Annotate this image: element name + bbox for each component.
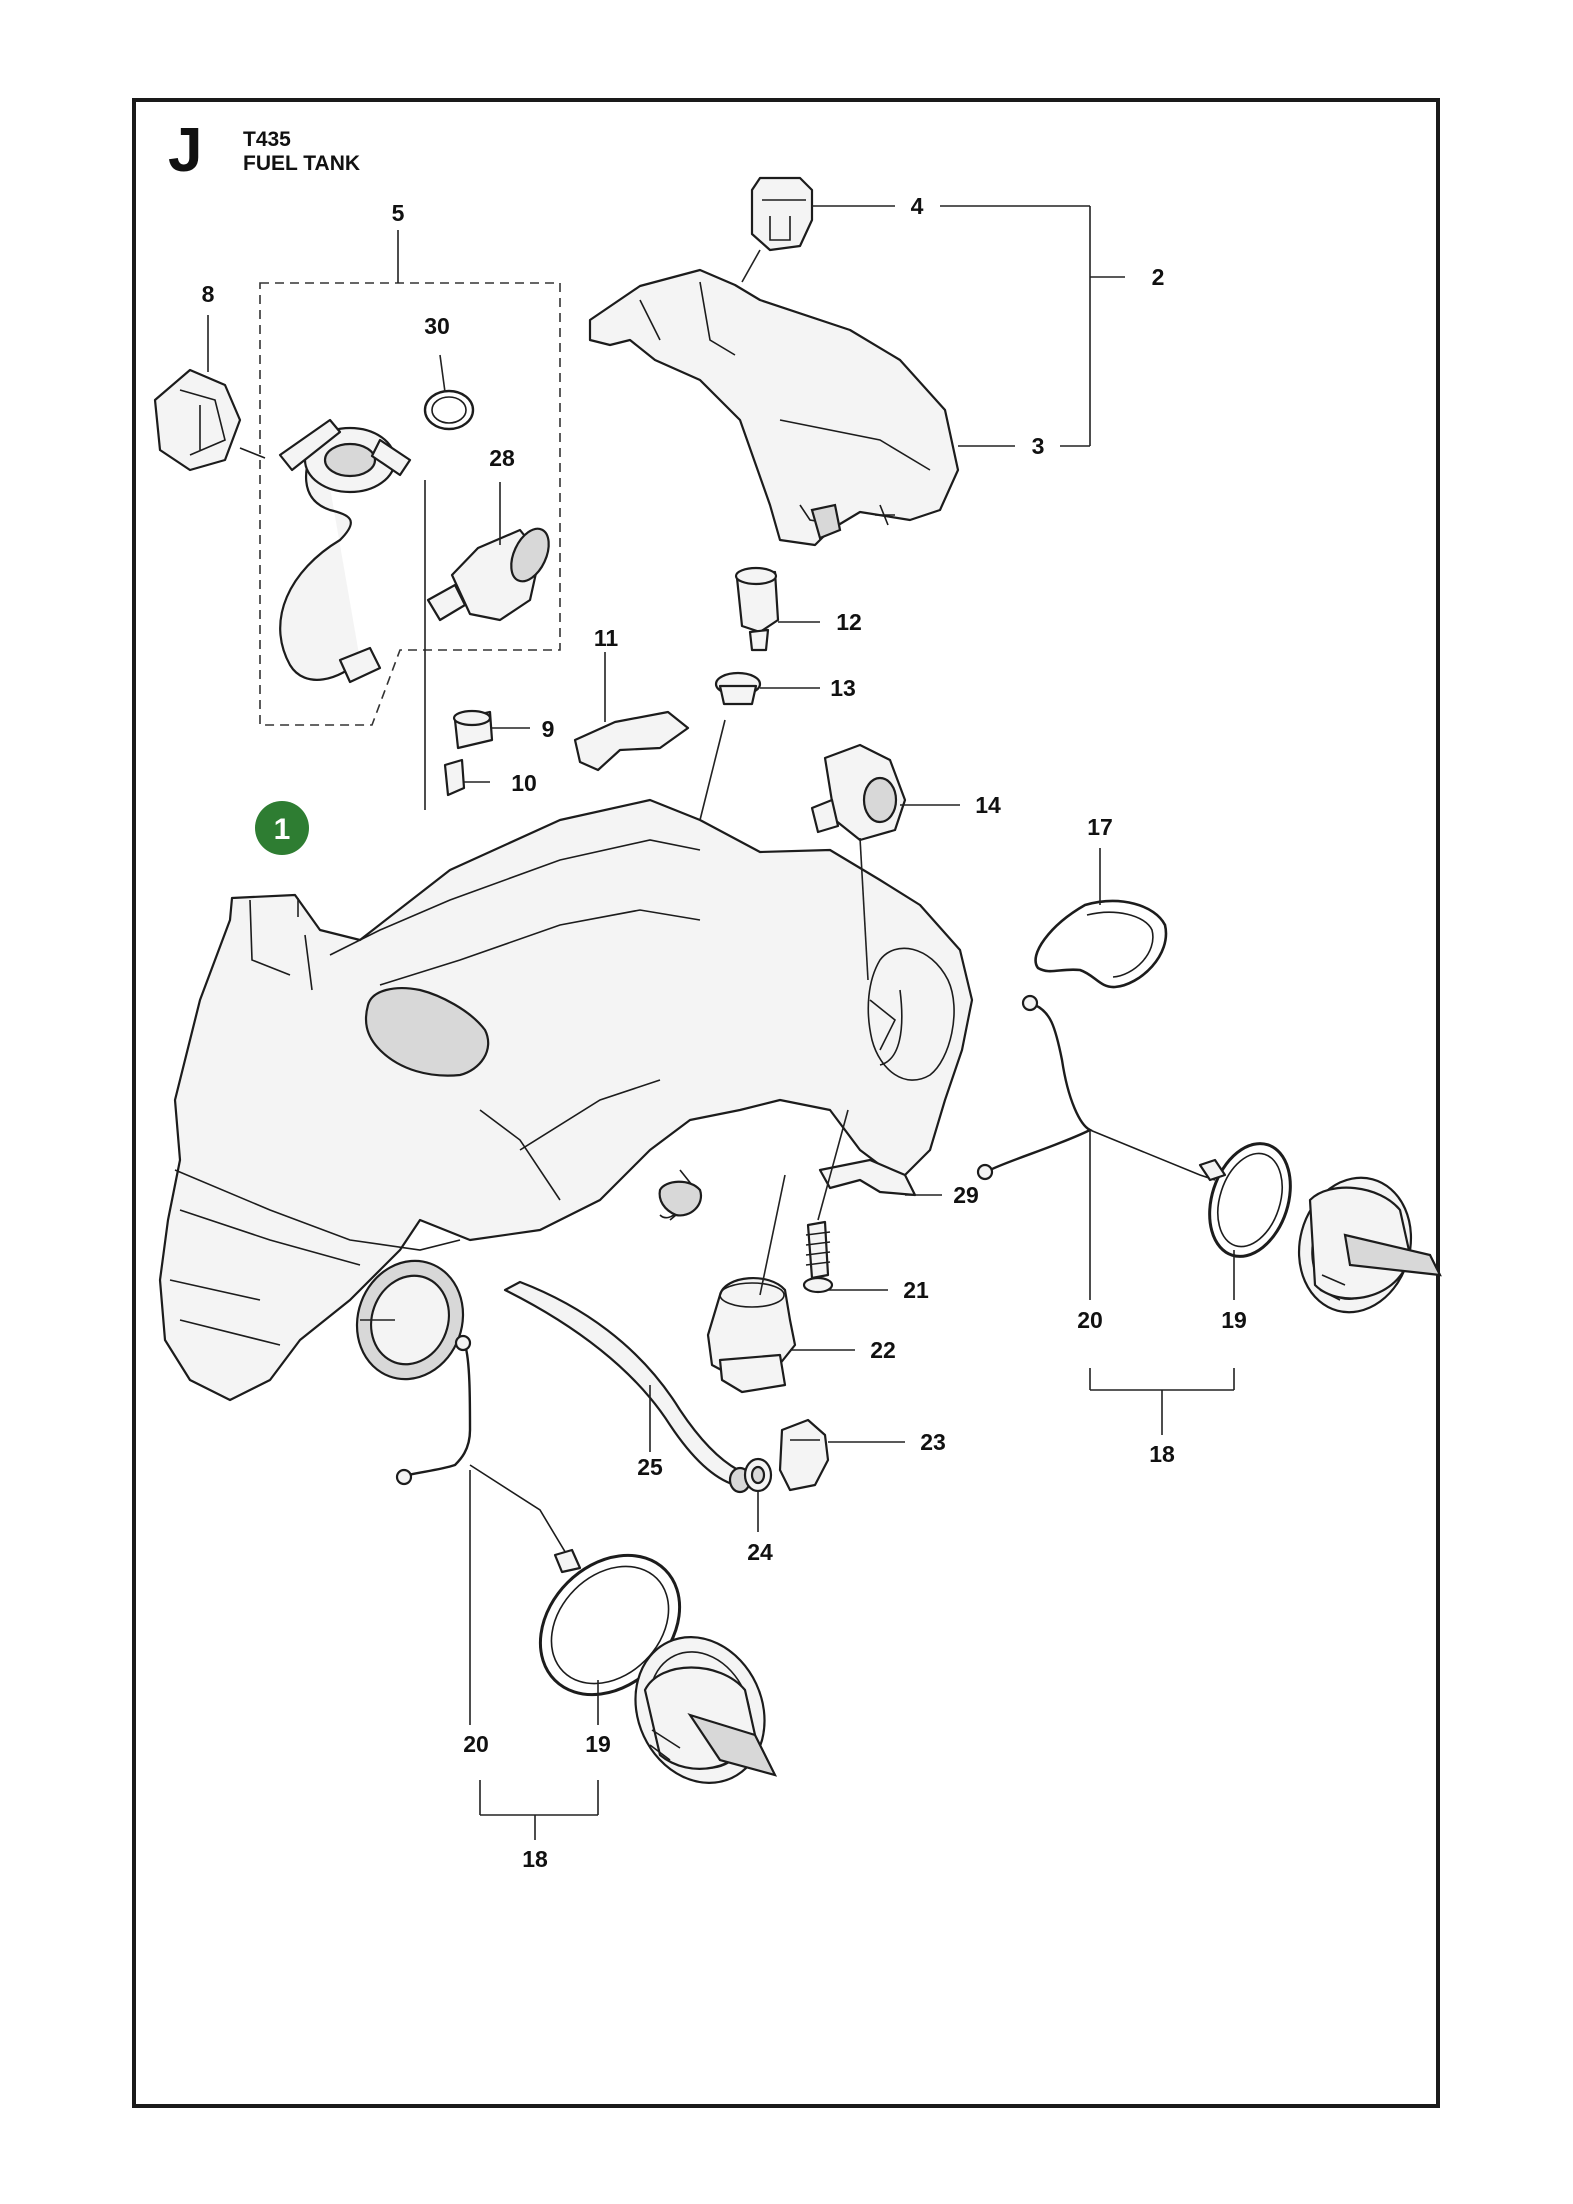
- callout-8: 8: [202, 281, 215, 307]
- gasket-part-17: [1034, 899, 1168, 989]
- callout-13: 13: [830, 675, 856, 701]
- model-number: T435: [243, 128, 291, 151]
- grommet-part-13: [714, 671, 762, 706]
- fuel-cap-part-18-right: [1198, 1158, 1442, 1314]
- fuel-tank-body-part-1: [158, 798, 974, 1402]
- strap-part-20-left: [395, 1334, 582, 1574]
- callout-20-right: 20: [1077, 1307, 1103, 1333]
- callout-20-left: 20: [463, 1731, 489, 1757]
- diagram-frame: [132, 98, 1440, 2108]
- damper-part-22: [706, 1277, 797, 1394]
- callout-29: 29: [953, 1182, 979, 1208]
- nipple-part-10: [443, 758, 466, 797]
- diagram-title: FUEL TANK: [243, 152, 361, 175]
- callout-18-left: 18: [522, 1846, 548, 1872]
- badge-circle: [255, 801, 309, 855]
- fuel-cap-part-18-left: [634, 1636, 778, 1784]
- callout-11: 11: [594, 625, 619, 651]
- bracket-part-11: [573, 710, 690, 772]
- valve-part-8: [153, 368, 266, 472]
- return-hose-part-25: [503, 1280, 752, 1494]
- callout-9: 9: [542, 716, 555, 742]
- callout-labels: 4 2 3 5 8 30 28 9 10 11 12 13 14 17 29 2…: [202, 193, 1247, 1872]
- callout-14: 14: [975, 792, 1001, 818]
- section-letter: J: [168, 116, 203, 185]
- callout-2: 2: [1152, 264, 1165, 290]
- callout-30: 30: [424, 313, 450, 339]
- callout-12: 12: [836, 609, 862, 635]
- callout-25: 25: [637, 1454, 663, 1480]
- fuel-filter-part-28: [426, 527, 550, 622]
- leader-lines: [207, 205, 1235, 1840]
- kit-5-dashed-boundary: [259, 282, 561, 726]
- connector-part-14: [810, 743, 907, 842]
- callout-19-right: 19: [1221, 1307, 1247, 1333]
- connector-part-23: [778, 1418, 830, 1492]
- reference-badge-1: 1: [255, 801, 309, 855]
- callout-22: 22: [870, 1337, 896, 1363]
- callout-5: 5: [392, 200, 405, 226]
- callout-21: 21: [903, 1277, 929, 1303]
- callout-19-left: 19: [585, 1731, 611, 1757]
- check-valve-part-12: [734, 566, 780, 652]
- fuel-hose-part-5: [278, 418, 412, 684]
- callout-4: 4: [911, 193, 924, 219]
- strap-part-20-right: [976, 994, 1216, 1181]
- gasket-part-19-right: [1208, 1142, 1292, 1258]
- plug-part-9: [452, 709, 494, 750]
- callout-28: 28: [489, 445, 515, 471]
- cover-cap-part-4: [750, 176, 814, 252]
- screw-part-21: [802, 1220, 834, 1294]
- nut-part-24: [743, 1457, 773, 1493]
- callout-17: 17: [1087, 814, 1113, 840]
- callout-18-right: 18: [1149, 1441, 1175, 1467]
- callout-3: 3: [1032, 433, 1045, 459]
- callout-24: 24: [747, 1539, 773, 1565]
- callout-10: 10: [511, 770, 537, 796]
- bracket-part-29: [818, 1158, 917, 1197]
- badge-label: 1: [274, 813, 291, 846]
- callout-23: 23: [920, 1429, 946, 1455]
- clamp-part-30: [423, 389, 475, 431]
- top-cover-part-2-3: [588, 268, 960, 547]
